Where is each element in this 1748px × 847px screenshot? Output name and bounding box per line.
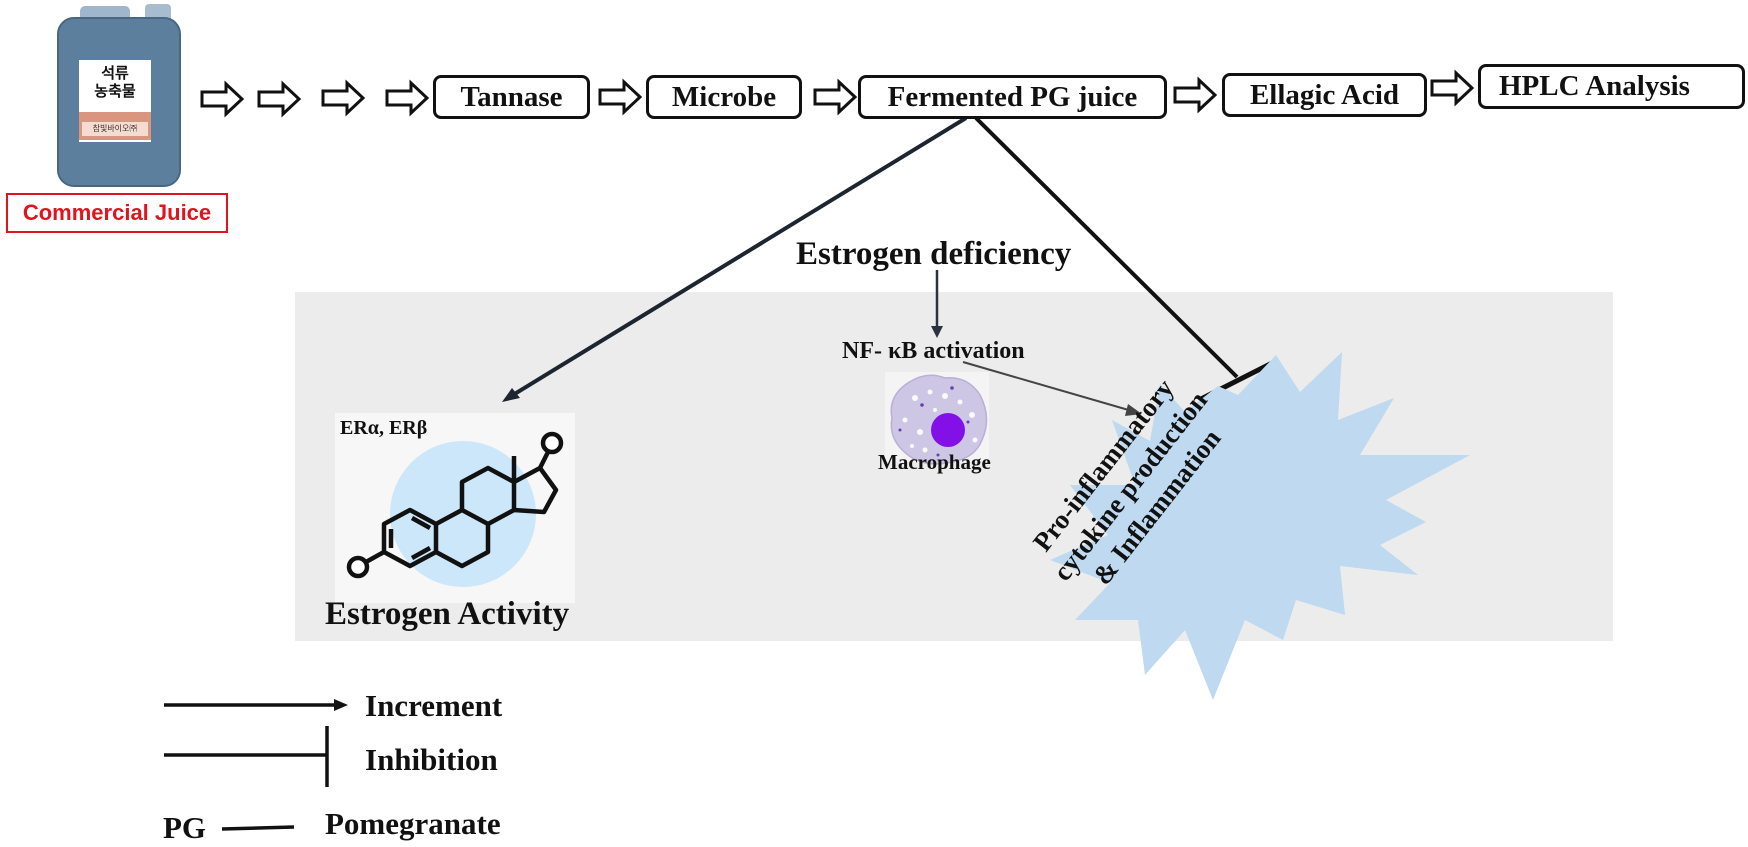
flow-step-hplc-analysis: HPLC Analysis xyxy=(1478,64,1745,109)
increment-arrowhead xyxy=(502,388,520,402)
legend-increment-label: Increment xyxy=(365,688,503,723)
flow-arrow-icon xyxy=(257,80,302,118)
flow-step-fermented-pg-juice: Fermented PG juice xyxy=(858,75,1167,119)
increment-arrow-to-estrogen xyxy=(506,116,968,400)
legend-pg-abbr: PG xyxy=(163,810,207,845)
deficiency-arrowhead xyxy=(931,326,943,338)
flow-arrow-icon xyxy=(813,78,858,116)
inflammation-starburst xyxy=(1050,352,1470,700)
flow-arrow-icon xyxy=(385,79,430,117)
jug-label-line2: 농축물 xyxy=(94,82,136,100)
estrogen-receptors-label: ERα, ERβ xyxy=(340,417,428,439)
nfkb-arrow xyxy=(962,361,1133,412)
juice-jug-icon xyxy=(57,4,181,187)
jug-brand: 참빛바이오㈜ xyxy=(92,124,138,133)
flow-step-microbe: Microbe xyxy=(646,75,802,119)
legend-pg-meaning: Pomegranate xyxy=(325,806,501,841)
nfkb-arrowhead xyxy=(1125,404,1142,416)
legend-increment-arrowhead xyxy=(334,699,348,711)
jug-label-line1: 석류 xyxy=(101,64,129,82)
flow-arrow-icon xyxy=(598,78,643,116)
nfkb-activation-label: NF- κB activation xyxy=(842,338,1025,364)
flow-step-ellagic-acid: Ellagic Acid xyxy=(1222,73,1427,117)
estrogen-activity-label: Estrogen Activity xyxy=(325,596,570,632)
flow-arrow-icon xyxy=(1430,69,1475,107)
inhibition-line-to-inflammation xyxy=(974,116,1239,379)
estrogen-deficiency-label: Estrogen deficiency xyxy=(796,236,1072,272)
flow-step-tannase: Tannase xyxy=(433,75,590,119)
estradiol-structure-icon xyxy=(346,431,564,579)
jug-label: 석류 농축물 xyxy=(79,64,151,100)
legend-inhibition-label: Inhibition xyxy=(365,742,498,777)
flow-arrow-icon xyxy=(321,79,366,117)
legend-pg-dash xyxy=(221,825,295,831)
flow-arrow-icon xyxy=(200,80,245,118)
macrophage-icon xyxy=(890,374,988,465)
commercial-juice-caption: Commercial Juice xyxy=(6,193,228,233)
flow-arrow-icon xyxy=(1173,76,1218,114)
macrophage-label: Macrophage xyxy=(878,450,991,474)
